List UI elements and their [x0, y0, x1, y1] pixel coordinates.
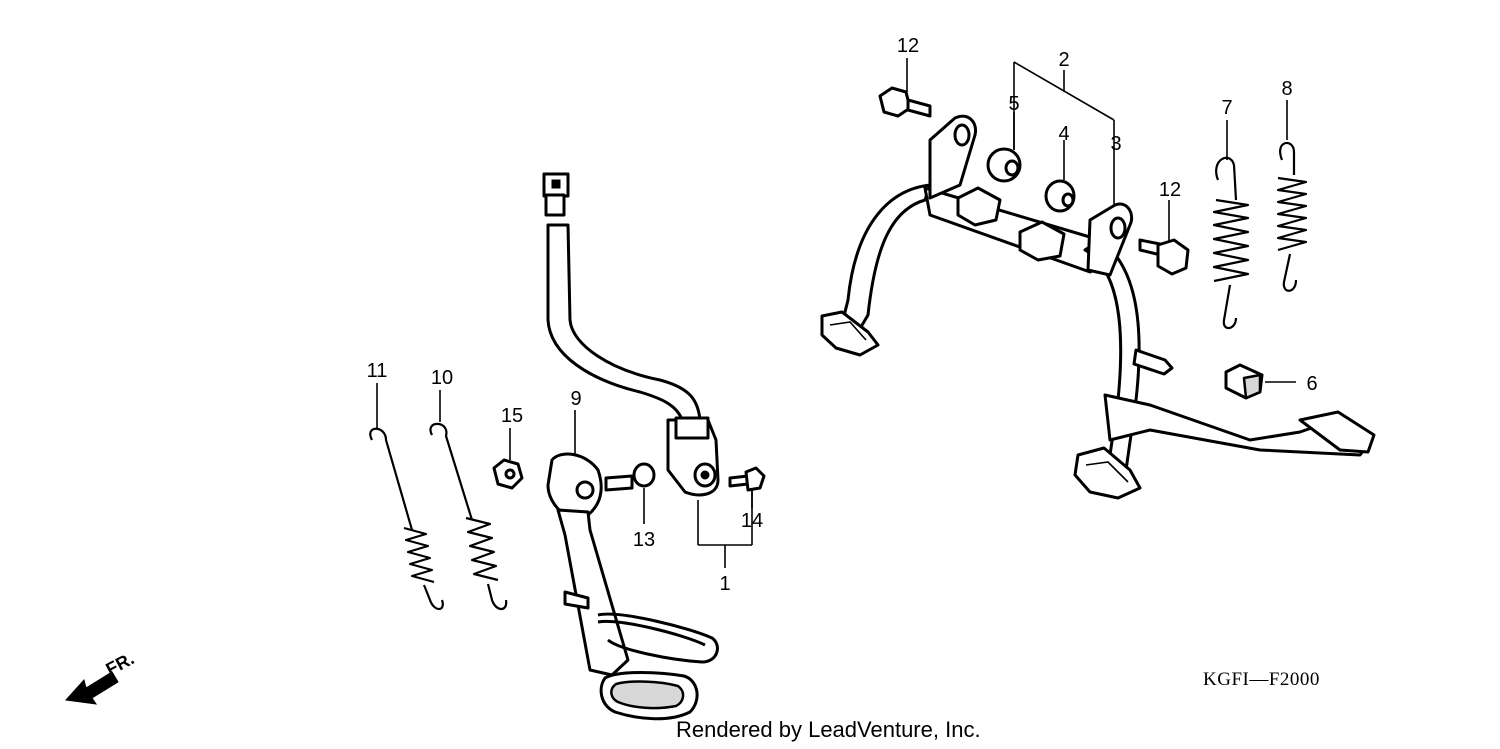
callout-12-right: 12 — [1159, 179, 1181, 201]
collar-5[interactable] — [986, 147, 1022, 183]
callout-13: 13 — [633, 529, 655, 551]
callout-9: 9 — [570, 388, 581, 410]
callout-10: 10 — [431, 367, 453, 389]
callout-6: 6 — [1306, 373, 1317, 395]
spring-8[interactable] — [1276, 142, 1308, 292]
callout-12-top: 12 — [897, 35, 919, 57]
callout-numbers: 1 2 3 4 5 6 7 8 9 10 11 12 12 13 14 15 — [367, 35, 1318, 595]
callout-5: 5 — [1008, 93, 1019, 115]
callout-3: 3 — [1110, 133, 1121, 155]
callout-11: 11 — [367, 360, 388, 382]
main-stand[interactable] — [820, 114, 1376, 500]
callout-14: 14 — [741, 510, 763, 532]
spring-10[interactable] — [429, 422, 508, 611]
callout-4: 4 — [1058, 123, 1069, 145]
collar-4[interactable] — [1044, 179, 1076, 213]
diagram-code: KGFI—F2000 — [1203, 669, 1320, 690]
nut-15[interactable] — [492, 458, 524, 490]
leader-lines — [376, 58, 1296, 568]
spring-7[interactable] — [1212, 156, 1250, 330]
screw-14[interactable] — [728, 466, 766, 492]
callout-15: 15 — [501, 405, 523, 427]
front-direction-arrow: FR. — [64, 648, 137, 705]
bolt-13[interactable] — [604, 462, 656, 492]
spring-11[interactable] — [369, 427, 444, 611]
side-stand[interactable] — [546, 452, 719, 721]
callout-2: 2 — [1058, 49, 1069, 71]
bolt-12-right[interactable] — [1138, 238, 1190, 276]
callout-1: 1 — [719, 573, 730, 595]
callout-7: 7 — [1221, 97, 1232, 119]
render-credit: Rendered by LeadVenture, Inc. — [676, 717, 981, 742]
callout-8: 8 — [1281, 78, 1292, 100]
bolt-12-top[interactable] — [878, 86, 932, 118]
side-stand-switch[interactable] — [542, 172, 720, 497]
stopper-6[interactable] — [1224, 363, 1264, 400]
